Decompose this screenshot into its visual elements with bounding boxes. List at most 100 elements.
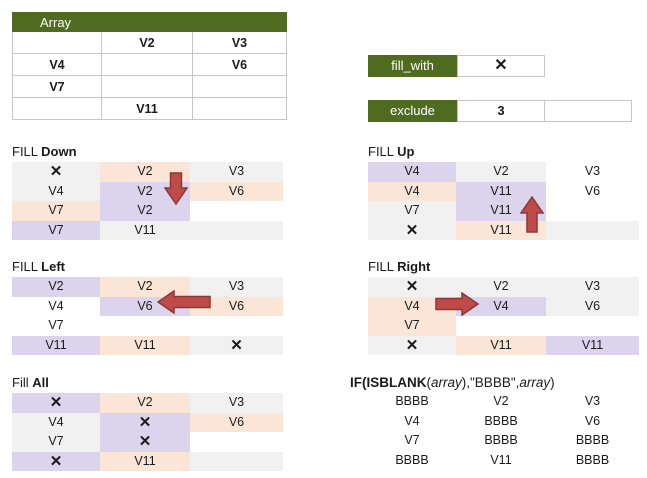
array-cell[interactable]: V11 — [101, 97, 193, 120]
array-cell[interactable] — [192, 75, 287, 98]
grid-cell[interactable]: V6 — [190, 412, 283, 432]
grid-cell[interactable] — [546, 316, 639, 336]
grid-cell[interactable]: V6 — [190, 181, 283, 201]
grid-row: BBBB V11 BBBB — [368, 451, 647, 471]
grid-cell[interactable]: V2 — [100, 162, 190, 182]
exclude-value-cell[interactable]: 3 — [457, 100, 545, 122]
grid-cell[interactable]: BBBB — [575, 452, 610, 467]
grid-cell[interactable]: ✕ — [12, 162, 100, 182]
array-cell[interactable]: V7 — [12, 75, 102, 98]
grid-cell[interactable]: BBBB — [395, 394, 429, 408]
grid-cell[interactable]: V11 — [12, 335, 100, 355]
grid-cell[interactable] — [546, 220, 639, 240]
grid-cell[interactable]: V7 — [12, 220, 100, 240]
grid-cell[interactable]: BBBB — [484, 413, 518, 428]
grid-cell[interactable]: V4 — [404, 413, 420, 428]
grid-cell[interactable]: BBBB — [484, 433, 518, 447]
grid-cell[interactable]: V7 — [12, 432, 100, 452]
fill_with-label-cell[interactable]: fill_with — [368, 55, 457, 77]
grid-cell[interactable] — [190, 451, 283, 471]
grid-cell[interactable]: V3 — [546, 277, 639, 297]
array-cell[interactable]: V3 — [192, 31, 287, 54]
exclude-label-cell[interactable]: exclude — [368, 100, 457, 122]
grid-cell[interactable]: V6 — [584, 413, 601, 428]
grid-cell[interactable]: V3 — [584, 394, 601, 408]
grid-cell[interactable]: V11 — [100, 451, 190, 471]
grid-cell[interactable] — [190, 220, 283, 240]
fill_with-value-cell[interactable]: ✕ — [457, 55, 545, 77]
grid-cell[interactable]: V3 — [190, 162, 283, 182]
if-formula-segment: ),"BBBB", — [461, 375, 520, 390]
grid-cell[interactable]: V3 — [584, 164, 601, 178]
grid-cell[interactable] — [546, 201, 639, 221]
grid-cell[interactable]: V7 — [12, 201, 100, 221]
grid-cell[interactable]: ✕ — [12, 393, 100, 413]
grid-cell[interactable]: V2 — [456, 162, 546, 182]
fill-left-title-word: Left — [41, 259, 65, 274]
grid-cell[interactable]: V2 — [100, 277, 190, 297]
grid-cell[interactable] — [190, 201, 283, 221]
grid-cell[interactable]: ✕ — [100, 412, 190, 432]
grid-cell[interactable]: V11 — [100, 335, 190, 355]
grid-cell[interactable]: ✕ — [190, 335, 283, 355]
grid-cell[interactable]: ✕ — [12, 451, 100, 471]
grid-cell[interactable]: V11 — [456, 181, 546, 201]
array-cell[interactable]: V4 — [12, 53, 102, 76]
grid-cell[interactable]: V2 — [100, 393, 190, 413]
if-formula-title: IF(ISBLANK(array),"BBBB",array) — [350, 376, 647, 390]
array-cell[interactable] — [101, 53, 193, 76]
grid-cell[interactable]: V11 — [100, 220, 190, 240]
grid-cell[interactable] — [190, 316, 283, 336]
grid-cell[interactable]: BBBB — [575, 433, 610, 447]
grid-cell[interactable]: V4 — [456, 296, 546, 316]
grid-cell[interactable]: V4 — [368, 162, 456, 182]
array-cell[interactable] — [12, 97, 102, 120]
grid-cell[interactable]: V4 — [368, 181, 456, 201]
grid-cell[interactable]: V3 — [190, 393, 283, 413]
array-table-title[interactable]: Array — [12, 12, 287, 32]
grid-cell[interactable]: V7 — [368, 316, 456, 336]
grid-cell[interactable]: ✕ — [100, 432, 190, 452]
grid-cell[interactable]: V11 — [456, 220, 546, 240]
grid-cell[interactable]: V7 — [404, 433, 420, 447]
grid-cell[interactable]: V7 — [48, 318, 64, 332]
grid-cell[interactable]: V2 — [100, 181, 190, 201]
array-cell[interactable] — [192, 97, 287, 120]
grid-row: V7✕ — [12, 432, 284, 452]
grid-cell[interactable]: V11 — [546, 335, 639, 355]
grid-cell[interactable]: ✕ — [368, 220, 456, 240]
grid-cell[interactable]: BBBB — [395, 452, 429, 467]
array-cell[interactable] — [101, 75, 193, 98]
grid-cell[interactable]: V2 — [12, 277, 100, 297]
grid-cell[interactable]: ✕ — [368, 277, 456, 297]
grid-cell[interactable]: V6 — [584, 183, 601, 198]
grid-cell[interactable]: V6 — [546, 296, 639, 316]
grid-cell[interactable]: V4 — [48, 298, 64, 313]
grid-cell[interactable]: V11 — [456, 201, 546, 221]
grid-cell[interactable]: V11 — [490, 452, 512, 467]
array-cell[interactable]: V2 — [101, 31, 193, 54]
grid-cell[interactable] — [190, 432, 283, 452]
grid-cell[interactable]: V2 — [100, 201, 190, 221]
grid-cell[interactable]: V3 — [190, 277, 283, 297]
grid-row: V4✕V6 — [12, 412, 284, 432]
grid-cell[interactable]: V4 — [368, 296, 456, 316]
grid-cell[interactable]: ✕ — [368, 335, 456, 355]
grid-cell[interactable] — [456, 316, 546, 336]
array-cell[interactable]: V6 — [192, 53, 287, 76]
grid-cell[interactable]: V7 — [368, 201, 456, 221]
grid-cell[interactable]: V11 — [456, 335, 546, 355]
grid-cell[interactable]: V4 — [12, 181, 100, 201]
grid-cell[interactable]: V2 — [493, 394, 509, 408]
array-cell[interactable] — [12, 31, 102, 54]
grid-cell[interactable] — [100, 316, 190, 336]
exclude-empty-cell[interactable] — [544, 100, 632, 122]
grid-cell[interactable]: V6 — [190, 296, 283, 316]
grid-cell[interactable]: V2 — [456, 277, 546, 297]
grid-cell[interactable]: V4 — [12, 412, 100, 432]
